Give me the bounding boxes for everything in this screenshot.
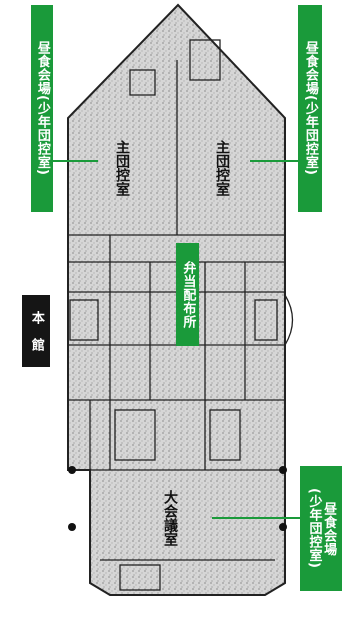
leader-line-right: [250, 160, 300, 162]
label-lunch-left: 昼食会場(少年団控室): [31, 5, 53, 212]
room-label-top-left: 主団控室: [114, 139, 130, 196]
room-label-large-hall: 大会議室: [162, 489, 178, 546]
label-lunch-bottom-line2: (少年団控室): [306, 488, 322, 569]
label-main-building: 本 館: [22, 295, 50, 367]
leader-line-bottom: [212, 517, 300, 519]
label-lunch-bottom-line1: 昼食会場: [321, 501, 337, 556]
room-label-top-right: 主団控室: [214, 139, 230, 196]
pillars: [68, 466, 287, 531]
label-bento-distribution: 弁当配布所: [176, 243, 199, 346]
leader-line-left: [52, 160, 98, 162]
label-lunch-right: 昼食会場(少年団控室): [298, 5, 322, 212]
label-lunch-bottom: 昼食会場 (少年団控室): [300, 466, 342, 591]
room-name-marks: 主団控室 主団控室 大会議室: [114, 139, 230, 546]
